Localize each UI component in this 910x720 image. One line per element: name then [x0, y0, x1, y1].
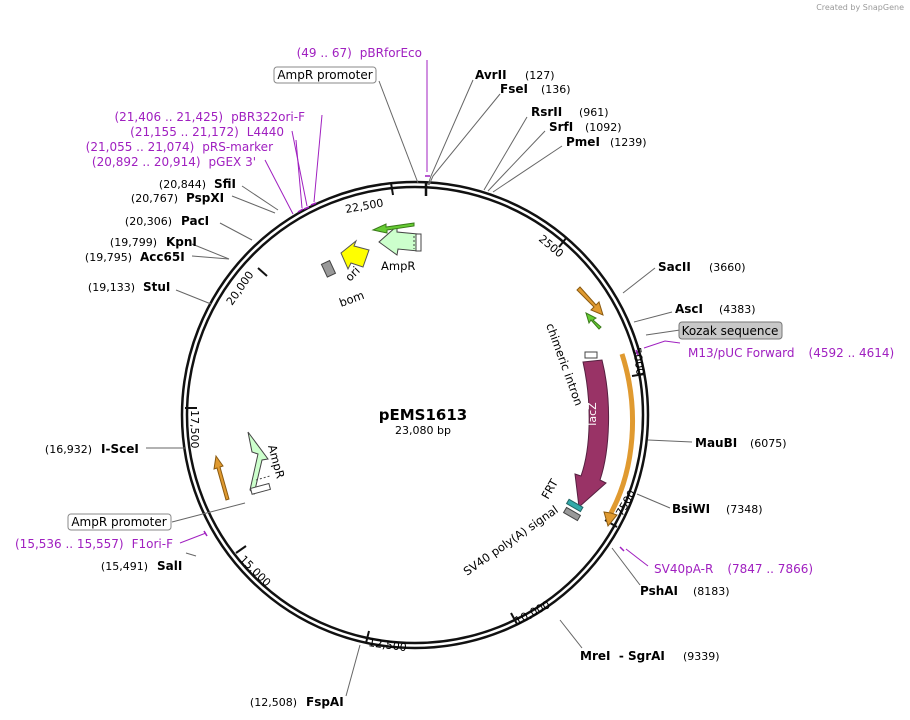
primer-pbr322ori-f: (21,406 .. 21,425)pBR322ori-F — [114, 110, 305, 124]
bom-label: bom — [337, 288, 366, 310]
lacz-feature: lacZ — [574, 359, 610, 509]
tick-label-12500: 12,500 — [368, 636, 408, 654]
tick-label-2500: 2500 — [536, 232, 566, 260]
enzyme-bsiwi: BsiWI — [672, 502, 710, 516]
enzyme-iscei: I-SceI — [101, 442, 139, 456]
enzyme-bsiwi-pos: (7348) — [726, 503, 763, 516]
enzyme-paci-pos: (20,306) — [125, 215, 172, 228]
primer-f1ori-f: (15,536 .. 15,557)F1ori-F — [15, 537, 173, 551]
snapgene-watermark: Created by SnapGene — [816, 3, 904, 12]
enzyme-acc65i-pos: (19,795) — [85, 251, 132, 264]
ampr-left-label: AmpR — [265, 443, 287, 480]
enzyme-pmei-pos: (1239) — [610, 136, 647, 149]
enzyme-kpni-pos: (19,799) — [110, 236, 157, 249]
enzyme-maubi-pos: (6075) — [750, 437, 787, 450]
orange-arc-right — [608, 353, 636, 515]
primer-pgex3: (20,892 .. 20,914)pGEX 3' — [92, 155, 256, 169]
kozak-box — [678, 321, 783, 340]
enzyme-sfii-pos: (20,844) — [159, 178, 206, 191]
ampr-promoter-left-box — [67, 513, 172, 531]
enzyme-mrei-sgrai: MreI - SgrAI — [580, 649, 665, 663]
ampr-promoter-top-box — [273, 66, 377, 84]
enzyme-pshai-pos: (8183) — [693, 585, 730, 598]
ampr-promoter-left-label: AmpR promoter — [71, 515, 166, 529]
ori-label: ori — [342, 264, 362, 284]
ampr-left-feature: AmpR — [247, 431, 288, 495]
plasmid-name: pEMS1613 — [379, 406, 467, 424]
enzyme-pspxi: PspXI — [186, 191, 224, 205]
enzyme-sfii: SfiI — [214, 177, 236, 191]
enzyme-rsrii-pos: (961) — [579, 106, 609, 119]
enzyme-srfi-pos: (1092) — [585, 121, 622, 134]
tick-label-22500: 22,500 — [344, 196, 384, 215]
orange-arrow-right — [576, 286, 604, 316]
enzyme-sacii-pos: (3660) — [709, 261, 746, 274]
enzyme-srfi: SrfI — [549, 120, 573, 134]
green-arrow-right — [585, 312, 602, 330]
green-arrow-top — [371, 222, 415, 234]
primer-prs-marker: (21,055 .. 21,074)pRS-marker — [86, 140, 273, 154]
enzyme-pshai: PshAI — [640, 584, 678, 598]
enzyme-pmei: PmeI — [566, 135, 600, 149]
chimeric-intron-label: chimeric intron — [543, 321, 586, 407]
frt-block — [565, 498, 584, 513]
enzyme-fspai: FspAI — [306, 695, 344, 709]
ampr-top-feature: AmpR — [378, 224, 422, 273]
enzyme-iscei-pos: (16,932) — [45, 443, 92, 456]
enzyme-sacii: SacII — [658, 260, 691, 274]
enzyme-avrii: AvrII — [475, 68, 507, 82]
enzyme-sali-pos: (15,491) — [101, 560, 148, 573]
enzyme-rsrii: RsrII — [531, 105, 562, 119]
chimeric-intron-block — [584, 351, 598, 359]
primer-sv40pa-r: SV40pA-R(7847 .. 7866) — [654, 562, 813, 576]
tick-label-17500: 17,500 — [188, 410, 201, 449]
ampr-promoter-top-label: AmpR promoter — [277, 68, 372, 82]
plasmid-size: 23,080 bp — [395, 424, 451, 437]
primer-l4440: (21,155 .. 21,172)L4440 — [130, 125, 284, 139]
enzyme-stui-pos: (19,133) — [88, 281, 135, 294]
bom-feature: bom — [320, 259, 366, 310]
enzyme-pspxi-pos: (20,767) — [131, 192, 178, 205]
enzyme-fsei: FseI — [500, 82, 528, 96]
leader-lines — [146, 79, 693, 697]
enzyme-acc65i: Acc65I — [140, 250, 185, 264]
enzyme-fspai-pos: (12,508) — [250, 696, 297, 709]
primer-leader-lines — [179, 60, 681, 567]
ampr-top-label: AmpR — [381, 259, 415, 273]
enzyme-avrii-pos: (127) — [525, 69, 555, 82]
ori-feature: ori — [340, 239, 370, 284]
frt-label: FRT — [538, 476, 561, 502]
tick-label-10000: 10,000 — [512, 598, 552, 628]
enzyme-fsei-pos: (136) — [541, 83, 571, 96]
sv40-label: SV40 poly(A) signal — [461, 503, 561, 579]
tick-label-5000: 5000 — [630, 347, 647, 377]
plasmid-backbone — [180, 180, 650, 650]
sv40-block — [562, 506, 582, 522]
enzyme-mrei-sgrai-pos: (9339) — [683, 650, 720, 663]
enzyme-maubi: MauBI — [695, 436, 737, 450]
enzyme-stui: StuI — [143, 280, 170, 294]
primer-m13-puc-forward: M13/pUC Forward(4592 .. 4614) — [688, 346, 894, 360]
enzyme-paci: PacI — [181, 214, 209, 228]
lacz-label: lacZ — [586, 402, 599, 426]
orange-arrow-left — [213, 454, 230, 501]
primer-pbrforeco: (49 .. 67)pBRforEco — [297, 46, 422, 60]
enzyme-sali: SalI — [157, 559, 182, 573]
enzyme-kpni: KpnI — [166, 235, 197, 249]
kozak-label: Kozak sequence — [682, 324, 779, 338]
enzyme-asci: AscI — [675, 302, 703, 316]
enzyme-asci-pos: (4383) — [719, 303, 756, 316]
